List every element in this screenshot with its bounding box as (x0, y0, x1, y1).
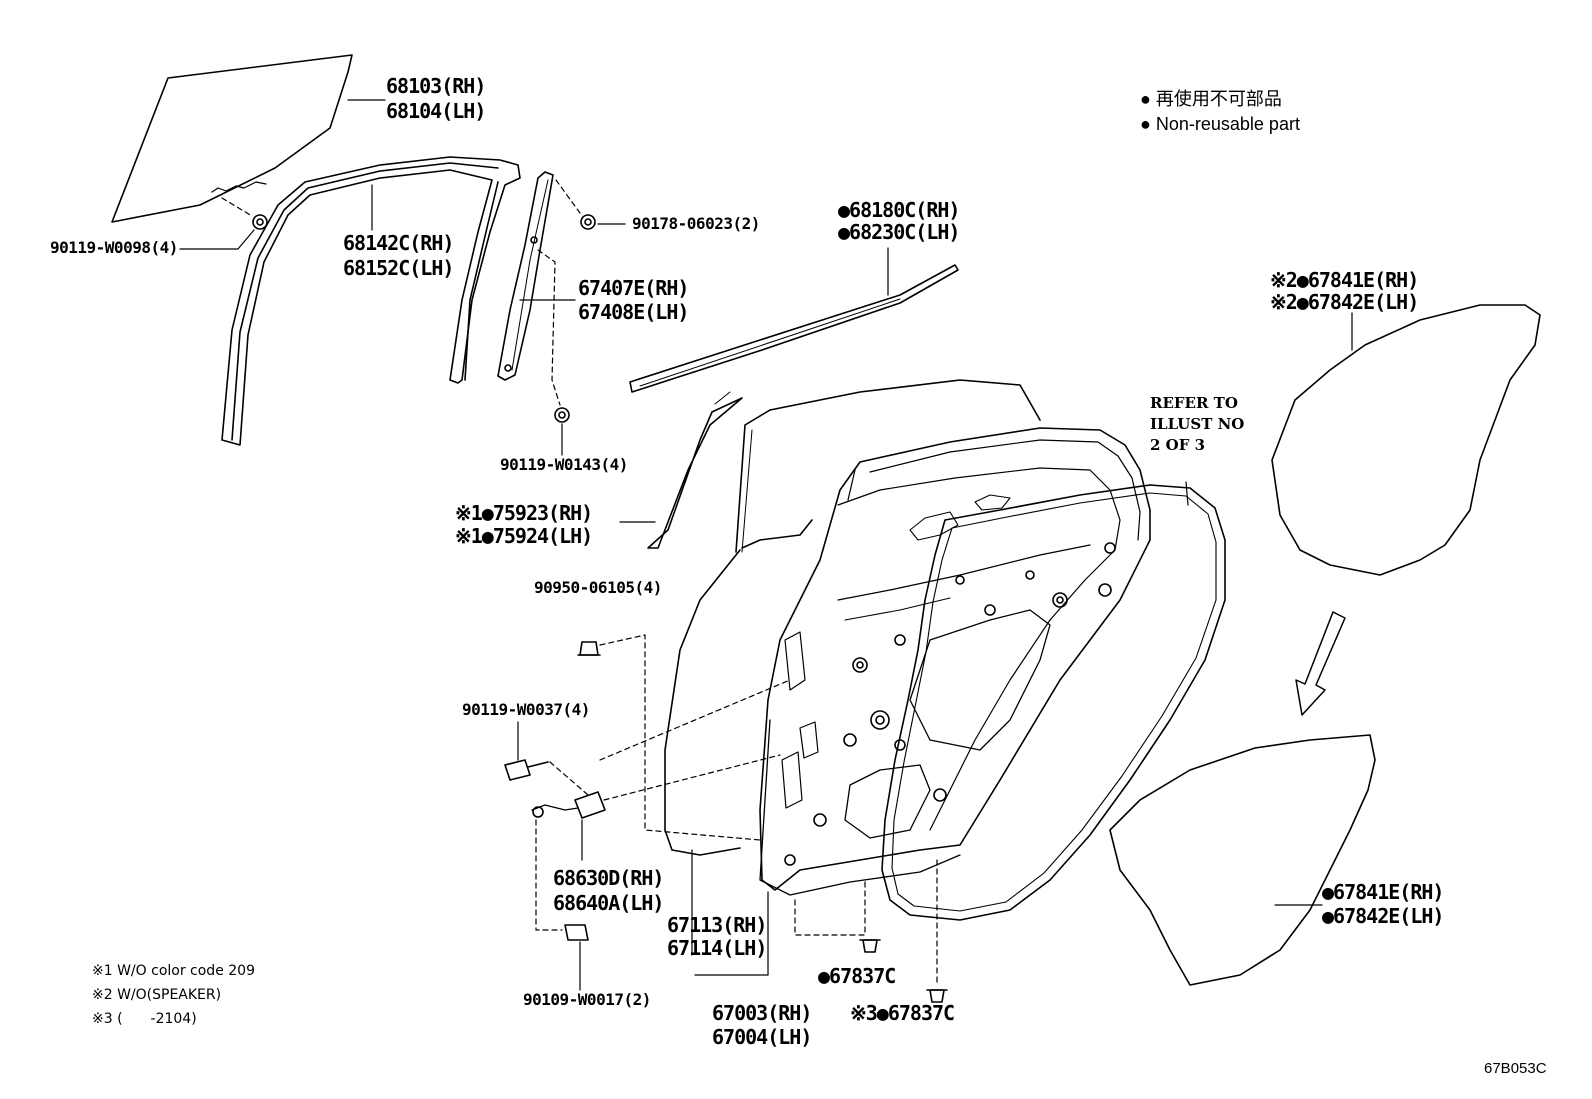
refer-note: REFER TO ILLUST NO 2 OF 3 (1150, 394, 1245, 454)
label-67842e-speaker[interactable]: ※2●67842E(LH) (1270, 290, 1419, 314)
label-67004[interactable]: 67004(LH) (712, 1025, 812, 1049)
outer-door-panel (619, 379, 1041, 856)
clip-67837c-b (926, 859, 948, 1003)
label-67003[interactable]: 67003(RH) (712, 1001, 812, 1025)
label-75923[interactable]: ※1●75923(RH) (455, 501, 593, 525)
belt-weatherstrip (629, 247, 959, 393)
label-67841e[interactable]: ●67841E(RH) (1322, 880, 1444, 904)
label-68103[interactable]: 68103(RH) (386, 74, 486, 98)
glass-run-channel (221, 156, 521, 446)
door-weatherstrip (881, 481, 1226, 921)
label-90178[interactable]: 90178-06023(2) (632, 214, 760, 233)
label-90119-w0098[interactable]: 90119-W0098(4) (50, 238, 178, 257)
label-90119-w0037[interactable]: 90119-W0037(4) (462, 700, 590, 719)
label-67841e-speaker[interactable]: ※2●67841E(RH) (1270, 268, 1419, 292)
door-check (531, 679, 791, 931)
nut-90178 (555, 179, 626, 230)
bolt-90119-w0098 (179, 197, 268, 250)
label-67114[interactable]: 67114(LH) (667, 936, 767, 960)
footnote-2: ※2 W/O(SPEAKER) (92, 987, 222, 1003)
label-67842e[interactable]: ●67842E(LH) (1322, 904, 1444, 928)
label-67408e[interactable]: 67408E(LH) (578, 300, 689, 324)
label-68104[interactable]: 68104(LH) (386, 99, 486, 123)
direction-arrow (1295, 611, 1346, 716)
service-hole-cover-upper (1271, 304, 1541, 576)
label-90119-w0143[interactable]: 90119-W0143(4) (500, 455, 628, 474)
label-68640a[interactable]: 68640A(LH) (553, 891, 664, 915)
bolt-90109-w0017 (564, 924, 589, 991)
bolt-90119-w0037 (504, 721, 589, 796)
door-inner-panel (759, 427, 1151, 896)
leader-67003 (694, 891, 769, 976)
door-glass (111, 54, 353, 223)
bolt-90119-w0143 (554, 407, 570, 456)
glass-channel-fitting (211, 181, 267, 193)
clip-67837c-a (794, 879, 881, 953)
legend-japanese: ● 再使用不可部品 (1140, 89, 1282, 109)
label-90109[interactable]: 90109-W0017(2) (523, 990, 651, 1009)
label-67113[interactable]: 67113(RH) (667, 913, 767, 937)
label-68142c[interactable]: 68142C(RH) (343, 231, 454, 255)
division-bar (497, 171, 576, 406)
label-90950[interactable]: 90950-06105(4) (534, 578, 662, 597)
label-67407e[interactable]: 67407E(RH) (578, 276, 689, 300)
label-68180c[interactable]: ●68180C(RH) (838, 198, 960, 222)
label-75924[interactable]: ※1●75924(LH) (455, 524, 593, 548)
label-68152c[interactable]: 68152C(LH) (343, 256, 454, 280)
legend-english: ● Non-reusable part (1140, 114, 1300, 134)
illustration-code: 67B053C (1484, 1060, 1547, 1077)
label-67837c-b[interactable]: ※3●67837C (850, 1001, 955, 1025)
label-68230c[interactable]: ●68230C(LH) (838, 220, 960, 244)
label-68630d[interactable]: 68630D(RH) (553, 866, 664, 890)
cap-90950 (577, 634, 761, 841)
service-hole-cover-lower (1109, 734, 1376, 986)
footnote-3: ※3 ( -2104) (92, 1011, 197, 1027)
footnote-1: ※1 W/O color code 209 (92, 963, 255, 979)
label-67837c-a[interactable]: ●67837C (818, 964, 896, 988)
